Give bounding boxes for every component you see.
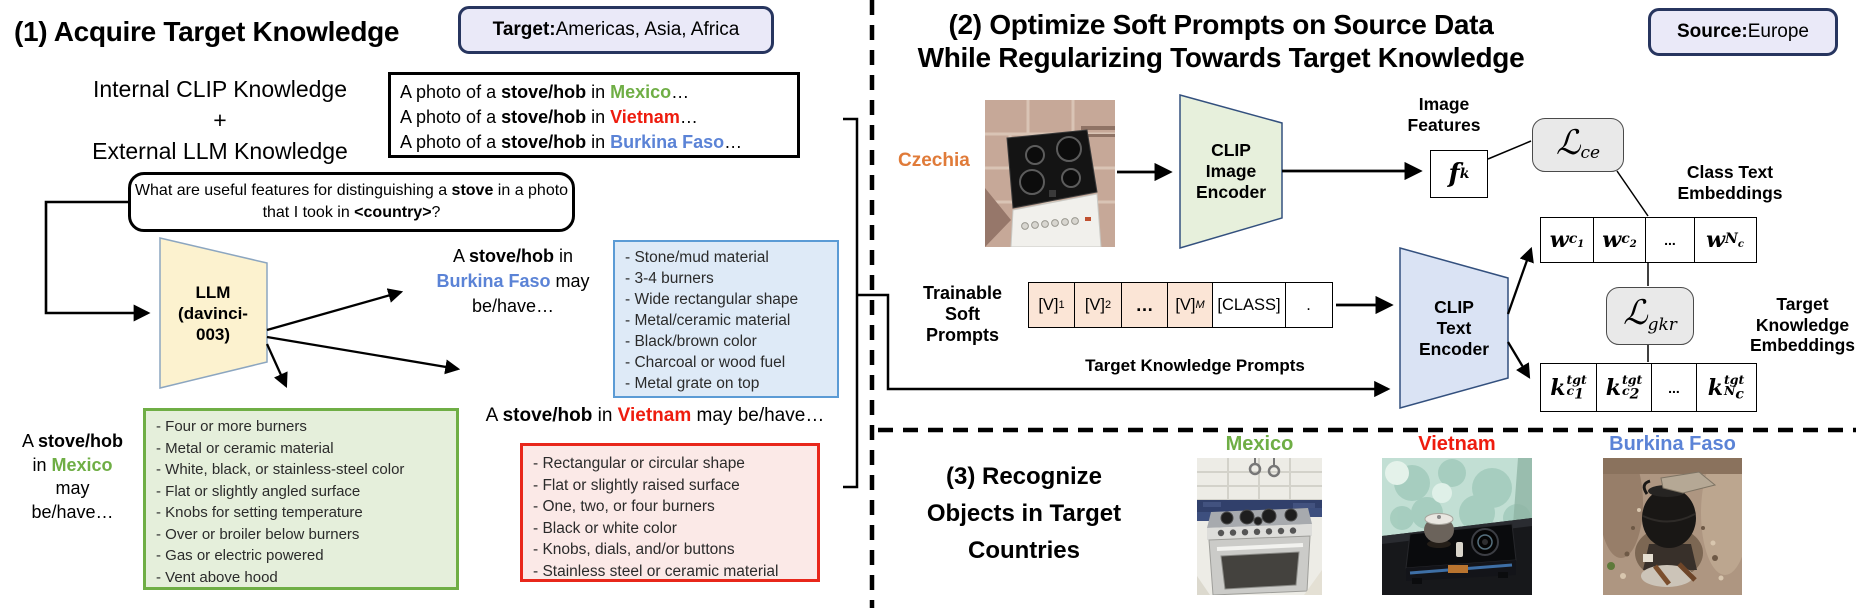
vietnam-photo-label: Vietnam: [1418, 433, 1496, 455]
target-knowledge-prompts-arrow: [857, 293, 1391, 398]
clip-prompts-box: A photo of a stove/hob in Mexico… A phot…: [388, 72, 800, 158]
llm-label: LLM (davinci- 003): [178, 283, 248, 344]
czechia-label: Czechia: [898, 150, 970, 171]
question-to-llm-connector: [44, 200, 151, 322]
class-text-embeddings-label: Class Text Embeddings: [1677, 162, 1783, 203]
trainable-soft-prompts-label: Trainable Soft Prompts: [922, 283, 1003, 345]
burkina-photo-label: Burkina Faso: [1609, 433, 1736, 455]
section3-title: (3) Recognize Objects in Target Countrie…: [926, 463, 1122, 564]
text-encoder-trapezoid: [1399, 247, 1509, 409]
knowledge-sources-text: Internal CLIP Knowledge + External LLM K…: [92, 76, 348, 164]
features-to-lce-line: [1487, 140, 1532, 160]
v1-cell: [V]1: [1028, 282, 1075, 328]
image-encoder-trapezoid: [1179, 94, 1283, 250]
prompt-line-burkina: A photo of a stove/hob in Burkina Faso…: [400, 132, 743, 152]
image-encoder-label: CLIP Image Encoder: [1195, 140, 1267, 202]
section2-title: (2) Optimize Soft Prompts on Source Data…: [917, 9, 1525, 73]
prompt-line-vietnam: A photo of a stove/hob in Vietnam…: [400, 107, 698, 127]
question-line1: What are useful features for distinguish…: [134, 182, 569, 199]
target-badge-value: Americas, Asia, Africa: [555, 19, 740, 40]
lce-to-wrow-line: [1616, 170, 1649, 217]
mexico-features-box: - Four or more burners- Metal or ceramic…: [143, 408, 459, 590]
target-knowledge-prompts-label: Target Knowledge Prompts: [1085, 356, 1305, 375]
source-badge-value: Europe: [1747, 21, 1810, 42]
czechia-stove-photo: [985, 100, 1115, 248]
llm-trapezoid: [159, 237, 268, 389]
v-dots-cell: …: [1121, 282, 1168, 328]
text-encoder-to-knowledge-embeddings-arrow: [1507, 341, 1531, 379]
v2-cell: [V]2: [1073, 282, 1123, 328]
k-dots-cell: ...: [1651, 363, 1697, 412]
llm-question-box: What are useful features for distinguish…: [128, 172, 575, 232]
text-encoder-label: CLIP Text Encoder: [1418, 296, 1490, 359]
llm-to-burkina-arrow: [266, 288, 404, 332]
period-cell: .: [1284, 282, 1333, 328]
burkina-output-label: A stove/hob in Burkina Faso may be/have…: [436, 246, 590, 316]
target-badge-label: Target:: [492, 19, 556, 40]
question-line2: that I took in <country>?: [262, 204, 441, 221]
llm-to-vietnam-arrow: [266, 335, 461, 375]
text-encoder-to-class-embeddings-arrow: [1506, 246, 1534, 315]
section1-title: (1) Acquire Target Knowledge: [14, 16, 400, 47]
burkina-faso-stove-photo: [1599, 448, 1749, 595]
target-knowledge-embeddings-label: Target Knowledge Embeddings: [1749, 294, 1855, 355]
burkina-features-box: - Stone/mud material- 3-4 burners - Wide…: [613, 240, 839, 398]
mexico-output-label: A stove/hob in Mexico may be/have…: [21, 431, 124, 522]
knowledge-bracket: [843, 117, 859, 489]
w-dots-cell: ...: [1645, 217, 1695, 263]
target-badge: Target: Americas, Asia, Africa: [458, 6, 774, 54]
vietnam-stove-photo: [1382, 458, 1532, 595]
llm-to-mexico-arrow: [265, 343, 288, 389]
source-badge: Source: Europe: [1648, 8, 1838, 56]
vietnam-output-label: A stove/hob in Vietnam may be/have…: [485, 405, 825, 426]
vm-cell: [V]M: [1166, 282, 1214, 328]
image-features-label: Image Features: [1407, 94, 1481, 135]
source-badge-label: Source:: [1676, 21, 1748, 42]
vietnam-features-box: - Rectangular or circular shape- Flat or…: [520, 443, 820, 582]
prompt-line-mexico: A photo of a stove/hob in Mexico…: [400, 82, 690, 102]
class-token-cell: [CLASS]: [1212, 282, 1286, 328]
mexico-photo-label: Mexico: [1225, 433, 1294, 455]
mexico-stove-photo: [1197, 458, 1322, 596]
